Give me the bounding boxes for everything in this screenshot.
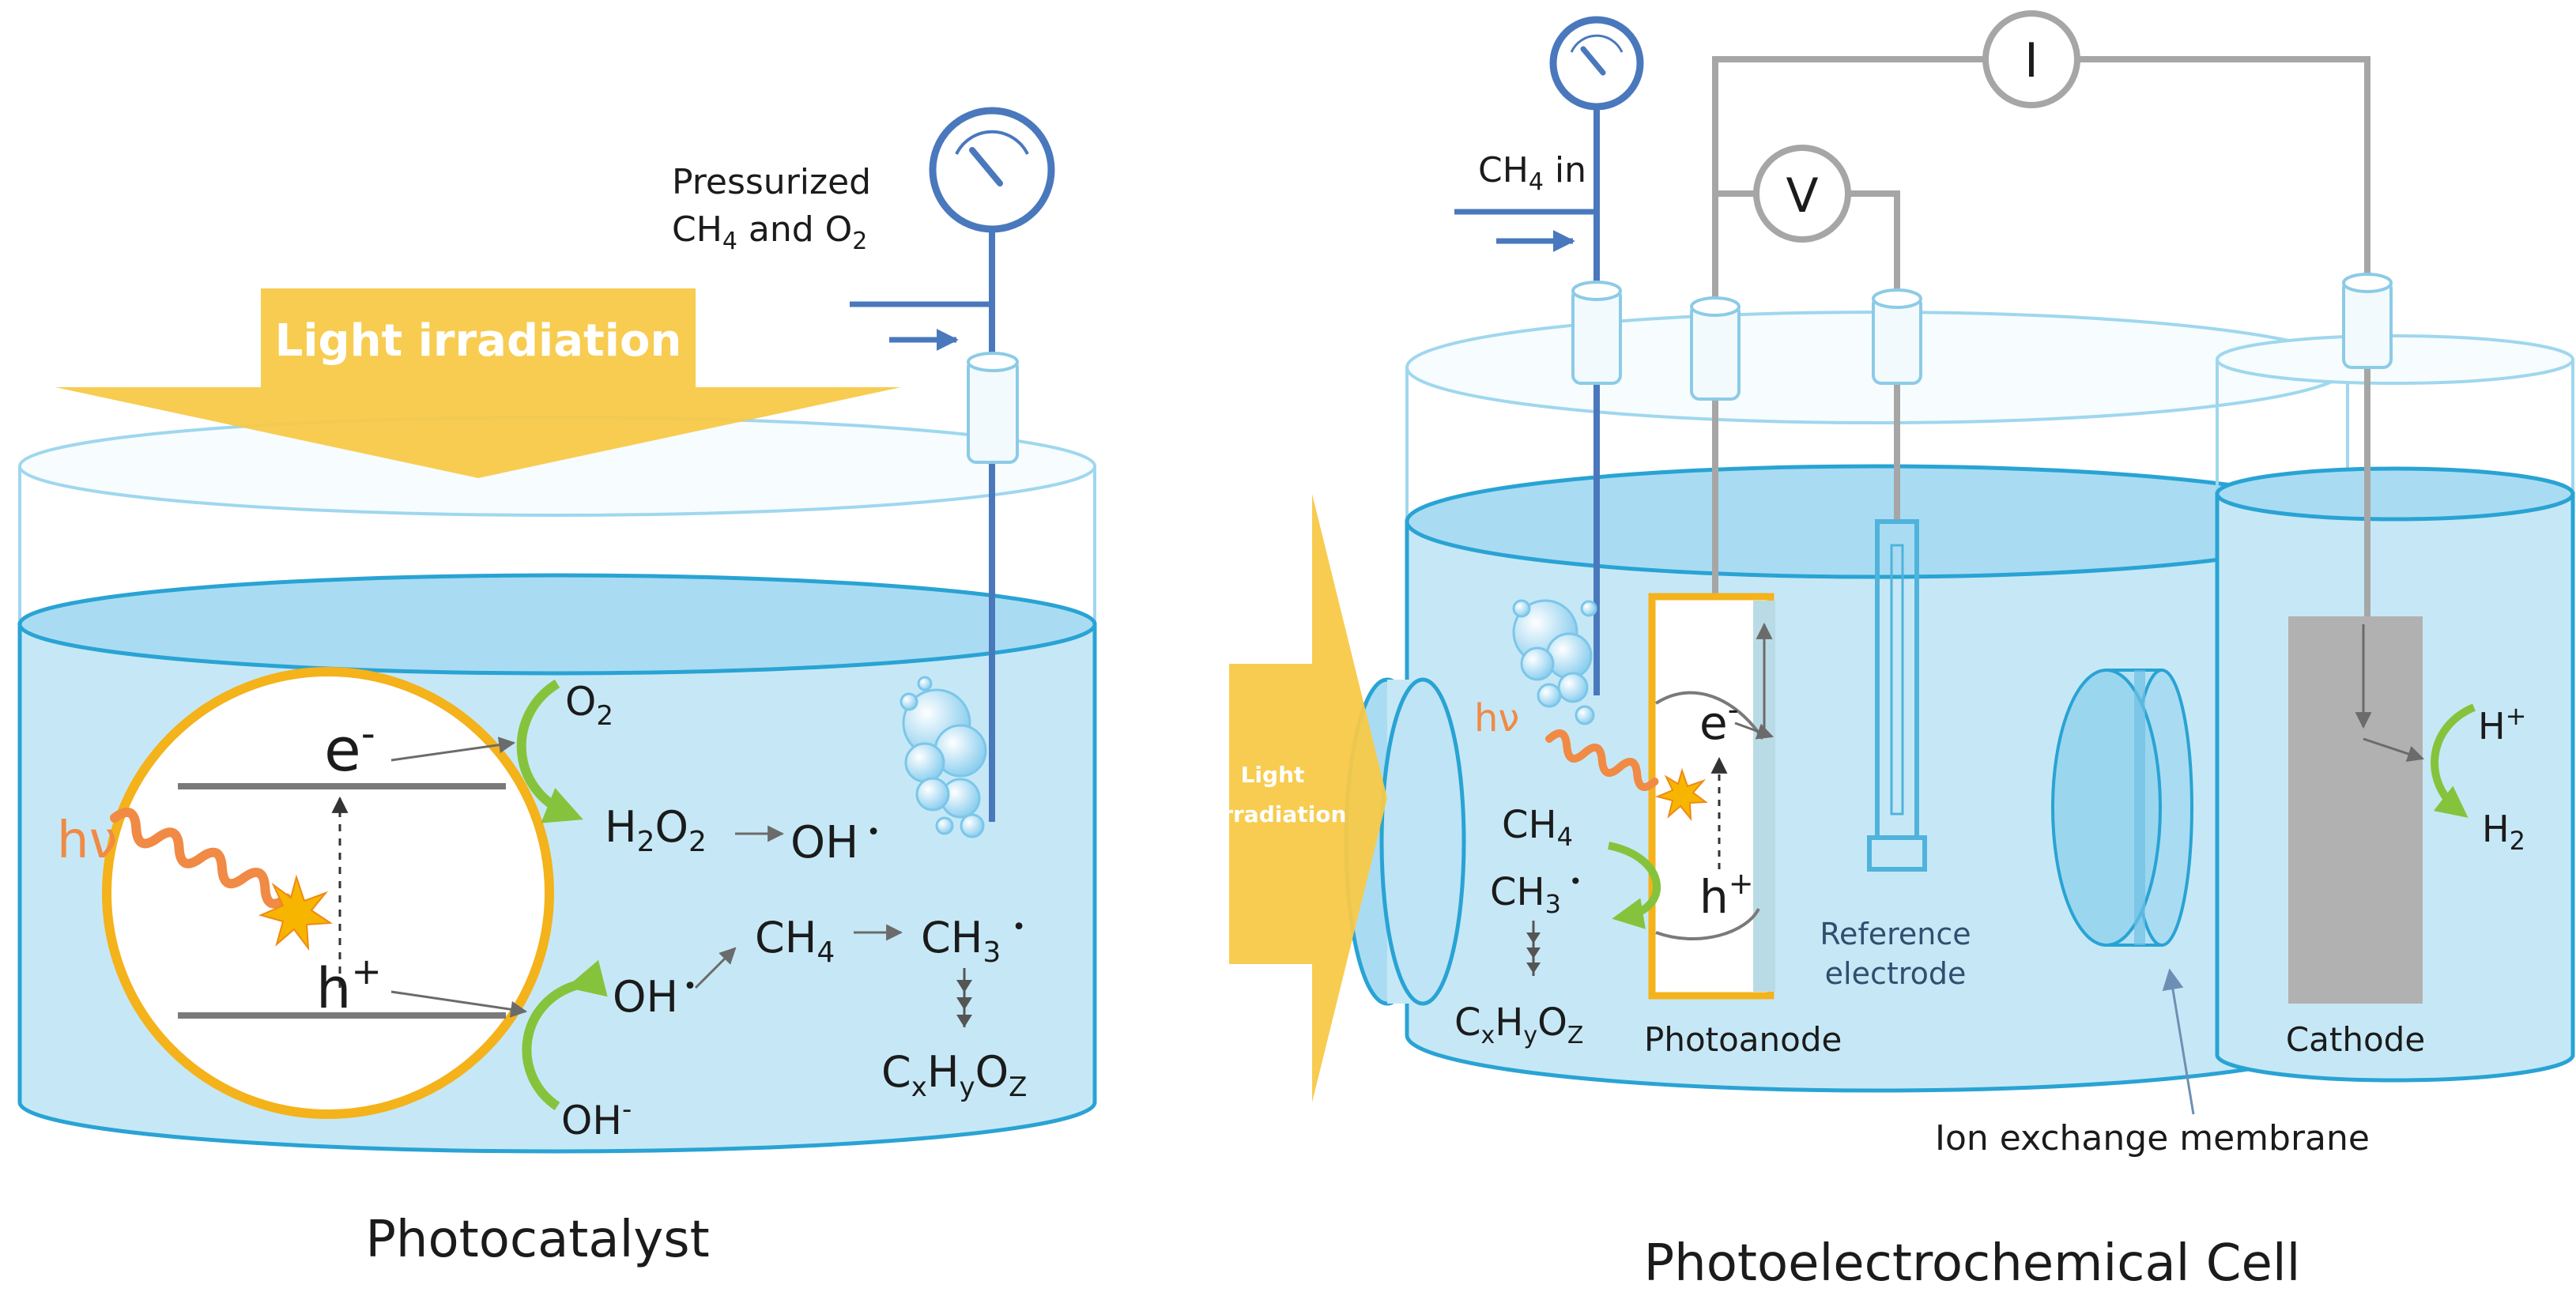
photocatalyst-particle: e- h+ hν <box>57 667 554 1119</box>
gas-inlet: Pressurized CH4 and O2 <box>672 107 1055 822</box>
pec-hv-label: hν <box>1474 696 1519 740</box>
ch4-in-label: CH4 in <box>1478 150 1586 196</box>
oh-minus-label: OH- <box>561 1094 632 1143</box>
pec-photon-wave <box>1545 729 1659 791</box>
pec-cxhyoz-label: CxHyOZ <box>1454 1000 1583 1049</box>
hydrogen-evolution-arrow <box>2431 703 2476 818</box>
hole-label: h+ <box>316 950 382 1021</box>
reference-electrode <box>1867 519 1927 872</box>
reduction-arrow <box>516 679 583 823</box>
pec-panel: Ion exchange membrane Light irradiation <box>1215 10 2575 1293</box>
product-cascade-arrows <box>956 968 972 1027</box>
pec-absorption-star-icon <box>1654 767 1708 822</box>
pec-caption: Photoelectrochemical Cell <box>1644 1234 2301 1293</box>
ion-exchange-membrane <box>2051 669 2193 947</box>
o2-label: O2 <box>565 679 613 732</box>
electron-label: e- <box>324 710 375 785</box>
reaction-pathways: O2 H2O2 OH• OH• OH- CH4 CH3• CxHyOZ <box>390 679 1027 1143</box>
voltmeter-label: V <box>1786 168 1818 224</box>
pec-light-arrow: Light irradiation <box>1215 494 1387 1102</box>
pressure-gauge-icon <box>929 107 1055 233</box>
ammeter-label: I <box>2024 33 2039 89</box>
oh-radical-label-1: OH• <box>790 817 881 868</box>
pec-ch3-radical-label: CH3• <box>1490 868 1582 919</box>
pec-pressure-gauge-icon <box>1549 16 1644 111</box>
pec-product-cascade-arrows <box>1526 921 1541 976</box>
photocatalyst-panel: Light irradiation Pressurized CH4 and O2 <box>17 107 1097 1269</box>
oh-radical-label-2: OH• <box>613 972 697 1022</box>
ammeter-icon: I <box>1982 10 2080 108</box>
pec-gas-bubbles <box>1512 599 1597 725</box>
light-irradiation-arrow: Light irradiation <box>55 288 901 478</box>
h2o2-label: H2O2 <box>605 802 707 858</box>
external-circuit <box>1712 56 2370 616</box>
photon-wave <box>110 807 292 909</box>
pec-reaction-pathways: CH4 CH3• CxHyOZ <box>1454 803 1661 1049</box>
cathode-label: Cathode <box>2286 1020 2425 1059</box>
gas-bubbles <box>900 676 987 838</box>
cathode-electrode <box>2288 616 2424 1004</box>
pec-electron-label: e- <box>1699 692 1738 750</box>
pec-light-label-line2: irradiation <box>1215 801 1347 827</box>
oxidation-arrow <box>522 959 608 1110</box>
membrane-label: Ion exchange membrane <box>1935 1118 2370 1158</box>
cxhyoz-label: CxHyOZ <box>881 1047 1027 1103</box>
h-plus-label: H+ <box>2478 701 2526 748</box>
light-irradiation-label: Light irradiation <box>275 315 682 367</box>
absorption-star-icon <box>258 874 334 951</box>
ch4-inlet: CH4 in <box>1454 16 1644 695</box>
h2-label: H2 <box>2482 808 2525 856</box>
pec-ch4-label: CH4 <box>1502 803 1573 852</box>
hv-label: hν <box>57 812 117 870</box>
reference-label-line2: electrode <box>1825 956 1967 991</box>
reference-label-line1: Reference <box>1820 917 1971 951</box>
voltmeter-icon: V <box>1753 145 1851 243</box>
photoanode-label: Photoanode <box>1644 1020 1842 1059</box>
pec-hole-label: h+ <box>1699 866 1754 924</box>
ch4-label: CH4 <box>755 913 835 969</box>
ch3-radical-label: CH3• <box>921 913 1026 969</box>
gas-label-line1: Pressurized <box>672 162 871 202</box>
pec-light-label-line1: Light <box>1241 762 1305 788</box>
photocatalyst-caption: Photocatalyst <box>365 1211 709 1269</box>
electrode-holders <box>1690 273 2393 401</box>
gas-label-line2: CH4 and O2 <box>672 209 867 255</box>
